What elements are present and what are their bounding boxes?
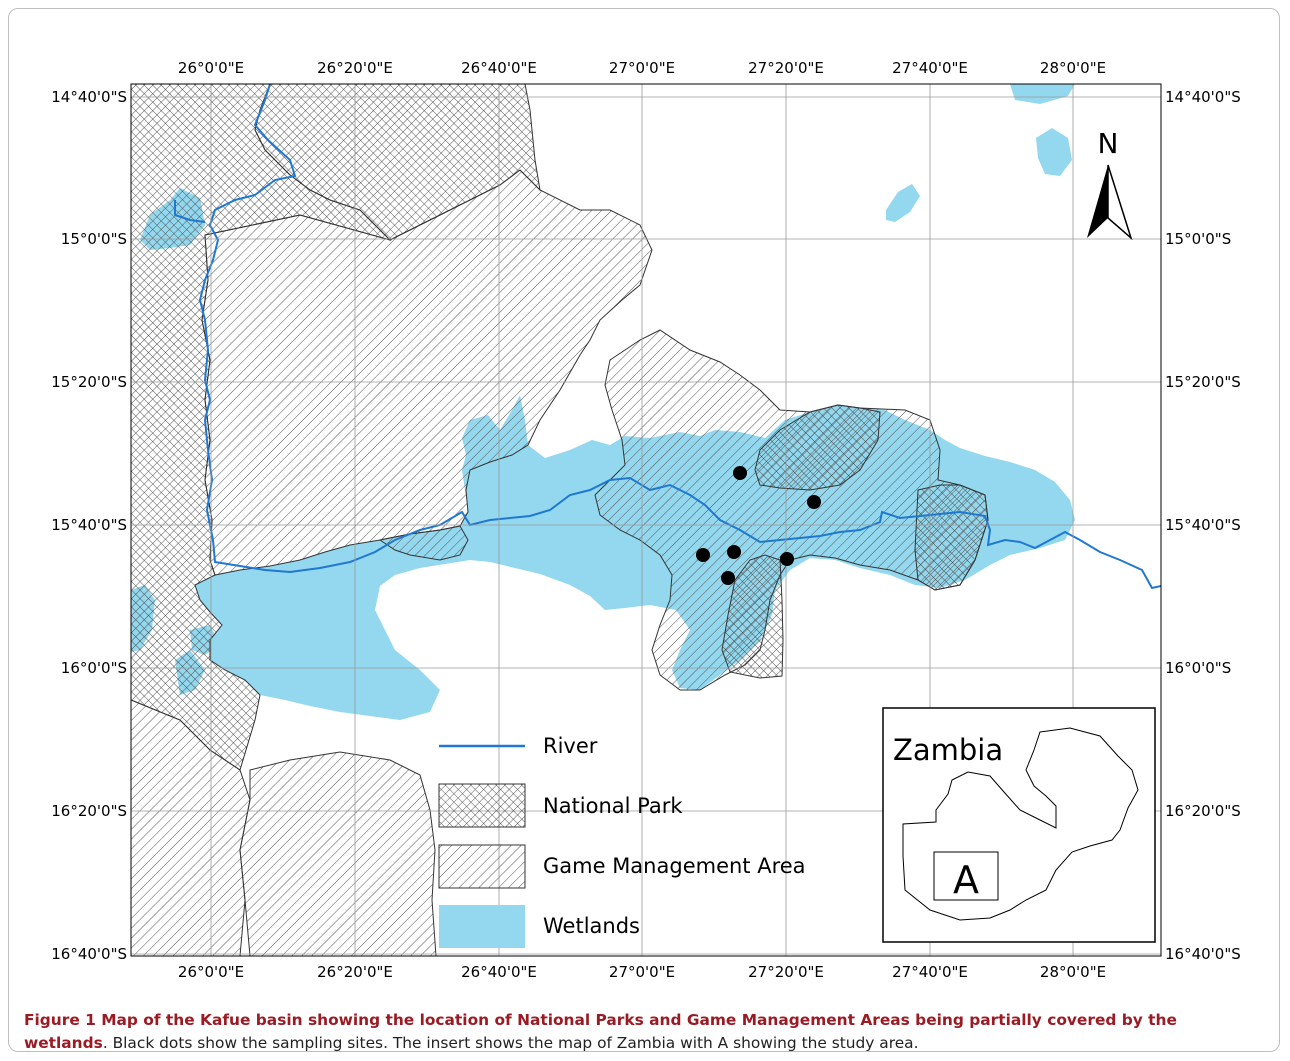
figure-caption: Figure 1 Map of the Kafue basin showing … (24, 1009, 1264, 1055)
gma-small-west (378, 525, 469, 561)
top-tick-label: 26°0'0"E (178, 59, 244, 77)
bottom-tick-label: 27°0'0"E (609, 963, 675, 981)
left-tick-label: 15°0'0"S (61, 230, 127, 248)
gma-south-east (239, 751, 437, 956)
legend-national-park-label: National Park (543, 794, 683, 818)
study-area-box (933, 851, 999, 901)
wetland-ne-1 (1010, 84, 1075, 104)
study-area-label: A (953, 858, 979, 902)
top-tick-label: 28°0'0"E (1040, 59, 1106, 77)
caption-text: . Black dots show the sampling sites. Th… (102, 1034, 919, 1052)
bottom-tick-label: 27°20'0"E (748, 963, 824, 981)
river-west-tributary (174, 200, 206, 223)
bottom-axis-labels: 26°0'0"E 26°20'0"E 26°40'0"E 27°0'0"E 27… (178, 963, 1106, 981)
figure-frame (8, 8, 1280, 1052)
river-layer (174, 84, 1161, 590)
left-tick-label: 16°20'0"S (51, 802, 127, 820)
right-axis-labels: 14°40'0"S 15°0'0"S 15°20'0"S 15°40'0"S 1… (1165, 88, 1241, 963)
game-management-areas (131, 169, 989, 956)
inset-country-label: Zambia (893, 733, 1003, 767)
right-tick-label: 14°40'0"S (1165, 88, 1241, 106)
sampling-site (696, 548, 710, 562)
left-tick-label: 16°40'0"S (51, 945, 127, 963)
sampling-site (721, 571, 735, 585)
legend-wetlands-label: Wetlands (543, 914, 640, 938)
bottom-tick-label: 28°0'0"E (1040, 963, 1106, 981)
inset-map: Zambia A (882, 707, 1156, 943)
np-kafue-north-east (254, 84, 541, 241)
kafue-river (198, 84, 1161, 590)
legend-gma-swatch (438, 844, 526, 889)
bottom-tick-label: 26°20'0"E (317, 963, 393, 981)
top-tick-label: 27°40'0"E (892, 59, 968, 77)
left-tick-label: 15°40'0"S (51, 516, 127, 534)
right-tick-label: 16°20'0"S (1165, 802, 1241, 820)
legend-national-park-swatch (438, 783, 526, 828)
top-tick-label: 27°0'0"E (609, 59, 675, 77)
np-east-patch (914, 484, 989, 591)
national-parks (131, 84, 989, 771)
top-tick-label: 26°20'0"E (317, 59, 393, 77)
right-tick-label: 15°0'0"S (1165, 230, 1231, 248)
north-arrow: N (1087, 127, 1133, 241)
sampling-site (733, 466, 747, 480)
right-tick-label: 16°0'0"S (1165, 659, 1231, 677)
wetland-ne-3 (886, 184, 920, 222)
legend-gma-label: Game Management Area (543, 854, 806, 878)
legend-river-label: River (543, 734, 598, 758)
sampling-site (807, 495, 821, 509)
top-tick-label: 27°20'0"E (748, 59, 824, 77)
right-tick-label: 16°40'0"S (1165, 945, 1241, 963)
top-axis-labels: 26°0'0"E 26°20'0"E 26°40'0"E 27°0'0"E 27… (178, 59, 1106, 77)
left-tick-label: 14°40'0"S (51, 88, 127, 106)
kafue-basin-map: N River National Park Game Management Ar… (51, 59, 1241, 981)
wetland-ne-2 (1036, 128, 1072, 176)
zambia-outline (902, 727, 1139, 921)
left-tick-label: 16°0'0"S (61, 659, 127, 677)
legend-wetlands-swatch (439, 905, 525, 948)
legend: River National Park Game Management Area… (438, 734, 806, 948)
map-body: N River National Park Game Management Ar… (131, 84, 1161, 956)
sampling-site (780, 552, 794, 566)
left-tick-label: 15°20'0"S (51, 373, 127, 391)
left-axis-labels: 14°40'0"S 15°0'0"S 15°20'0"S 15°40'0"S 1… (51, 88, 127, 963)
bottom-tick-label: 26°0'0"E (178, 963, 244, 981)
np-blue-lagoon (721, 554, 784, 679)
right-tick-label: 15°20'0"S (1165, 373, 1241, 391)
sampling-site (727, 545, 741, 559)
bottom-tick-label: 26°40'0"E (461, 963, 537, 981)
right-tick-label: 15°40'0"S (1165, 516, 1241, 534)
bottom-tick-label: 27°40'0"E (892, 963, 968, 981)
caption-title: Figure 1 Map of the Kafue basin showing … (24, 1011, 1177, 1052)
north-label: N (1098, 127, 1119, 160)
sampling-sites (696, 466, 821, 585)
top-tick-label: 26°40'0"E (461, 59, 537, 77)
map-border (130, 83, 1162, 957)
